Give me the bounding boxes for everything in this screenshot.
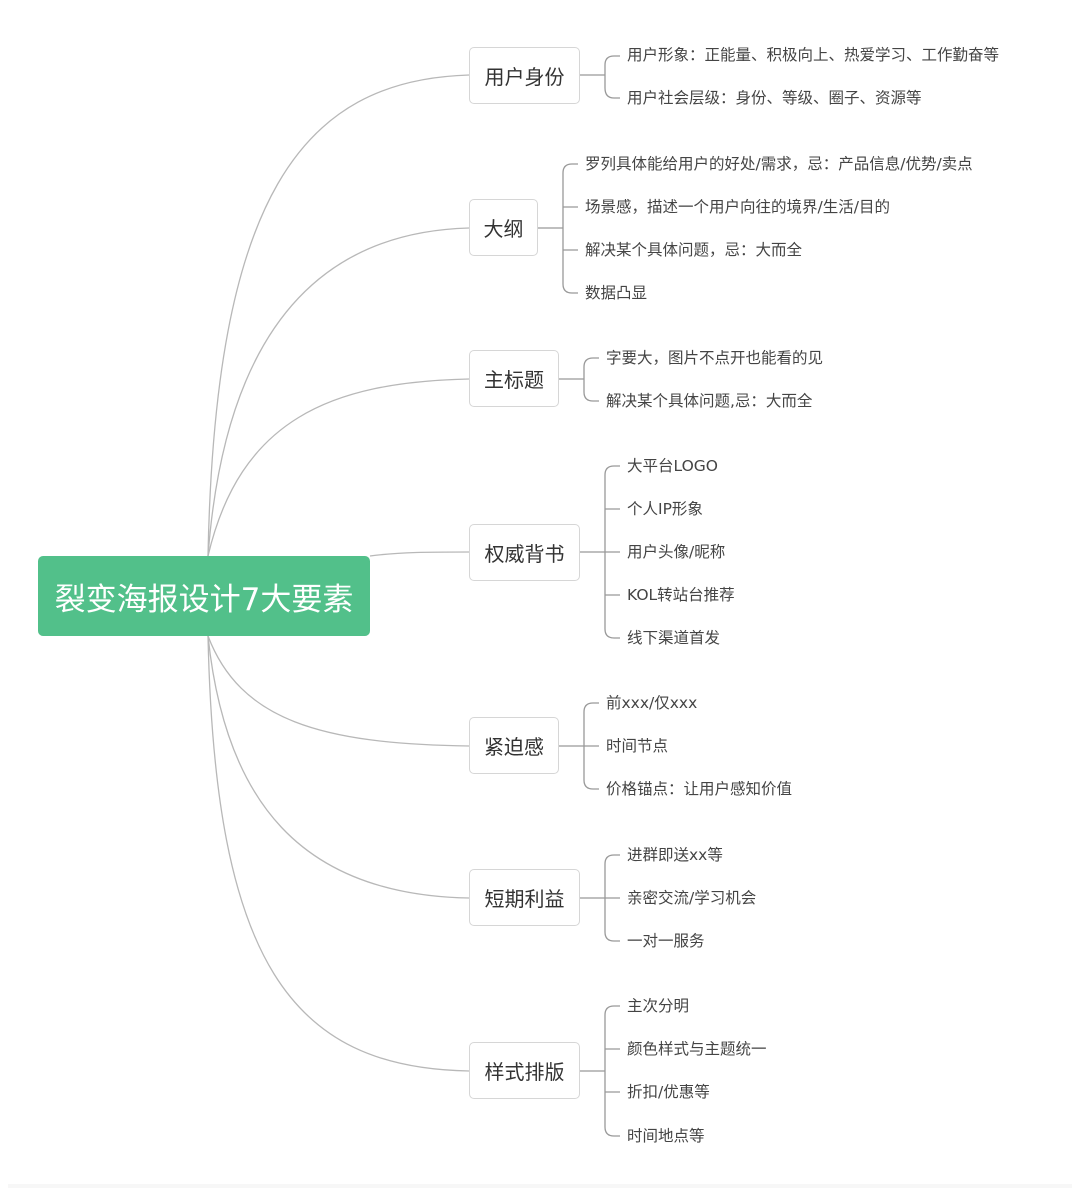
leaf-node[interactable]: 字要大，图片不点开也能看的见 — [606, 349, 824, 367]
leaf-node[interactable]: 罗列具体能给用户的好处/需求，忌：产品信息/优势/卖点 — [585, 155, 973, 173]
leaf-node[interactable]: 亲密交流/学习机会 — [627, 889, 757, 907]
leaf-node[interactable]: 用户形象：正能量、积极向上、热爱学习、工作勤奋等 — [627, 46, 1000, 64]
branch-node-authority-endorsement[interactable]: 权威背书 — [469, 524, 580, 581]
leaf-node[interactable]: 数据凸显 — [585, 284, 648, 302]
leaf-node[interactable]: 折扣/优惠等 — [627, 1083, 710, 1101]
branch-node-outline[interactable]: 大纲 — [469, 199, 538, 256]
leaf-node[interactable]: 进群即送xx等 — [627, 846, 723, 864]
branch-node-short-term-benefit[interactable]: 短期利益 — [469, 869, 580, 926]
leaf-node[interactable]: 一对一服务 — [627, 932, 705, 950]
leaf-node[interactable]: 价格锚点：让用户感知价值 — [606, 780, 793, 798]
branch-node-urgency[interactable]: 紧迫感 — [469, 717, 559, 774]
leaf-node[interactable]: 时间地点等 — [627, 1127, 705, 1145]
root-node[interactable]: 裂变海报设计7大要素 — [38, 556, 370, 636]
leaf-node[interactable]: 前xxx/仅xxx — [606, 694, 698, 712]
leaf-node[interactable]: 解决某个具体问题，忌：大而全 — [585, 241, 803, 259]
branch-node-layout-style[interactable]: 样式排版 — [469, 1042, 580, 1099]
leaf-node[interactable]: 场景感，描述一个用户向往的境界/生活/目的 — [585, 198, 890, 216]
branch-node-main-title[interactable]: 主标题 — [469, 350, 559, 407]
leaf-node[interactable]: KOL转站台推荐 — [627, 586, 735, 604]
branch-node-user-identity[interactable]: 用户身份 — [469, 47, 580, 104]
leaf-node[interactable]: 用户社会层级：身份、等级、圈子、资源等 — [627, 89, 922, 107]
leaf-node[interactable]: 时间节点 — [606, 737, 669, 755]
leaf-node[interactable]: 主次分明 — [627, 997, 690, 1015]
leaf-node[interactable]: 线下渠道首发 — [627, 629, 721, 647]
leaf-node[interactable]: 大平台LOGO — [627, 457, 718, 475]
leaf-node[interactable]: 个人IP形象 — [627, 500, 703, 518]
leaf-node[interactable]: 解决某个具体问题,忌：大而全 — [606, 392, 813, 410]
bottom-divider — [8, 1184, 1072, 1188]
leaf-node[interactable]: 颜色样式与主题统一 — [627, 1040, 767, 1058]
leaf-node[interactable]: 用户头像/昵称 — [627, 543, 726, 561]
